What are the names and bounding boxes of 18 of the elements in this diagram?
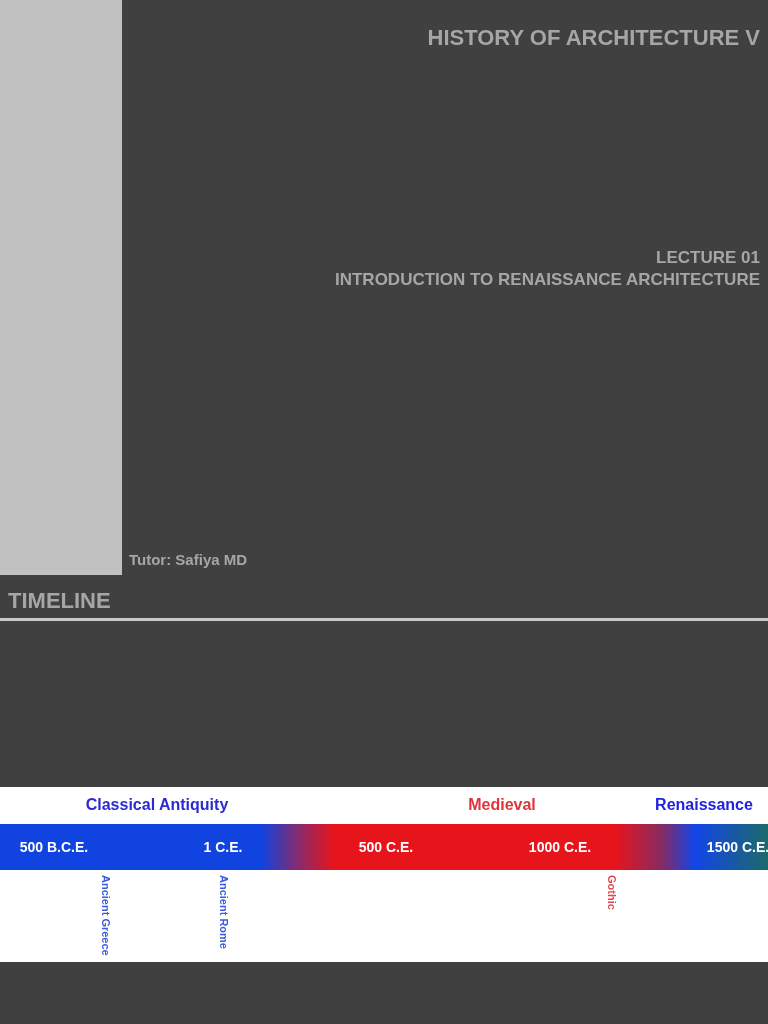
- lecture-title: INTRODUCTION TO RENAISSANCE ARCHITECTURE: [335, 270, 760, 291]
- era-label: Classical Antiquity: [85, 795, 229, 815]
- slide-title: HISTORY OF ARCHITECTURE V: [427, 25, 760, 52]
- lecture-number: LECTURE 01: [656, 248, 760, 269]
- date-label: 1000 C.E.: [528, 838, 592, 857]
- date-label: 500 C.E.: [358, 838, 414, 857]
- section-heading: TIMELINE: [8, 588, 111, 615]
- era-label: Renaissance: [655, 795, 753, 815]
- period-label: Ancient Rome: [217, 875, 231, 949]
- era-label: Medieval: [468, 795, 536, 815]
- period-label: Gothic: [605, 875, 619, 910]
- date-label: 500 B.C.E.: [19, 838, 89, 857]
- tutor-name: Tutor: Safiya MD: [129, 551, 248, 569]
- timeline-bar: [0, 824, 768, 870]
- date-label: 1 C.E.: [203, 838, 243, 857]
- date-label: 1500 C.E.: [706, 838, 768, 857]
- period-label: Ancient Greece: [99, 875, 113, 956]
- timeline-panel: [0, 787, 768, 962]
